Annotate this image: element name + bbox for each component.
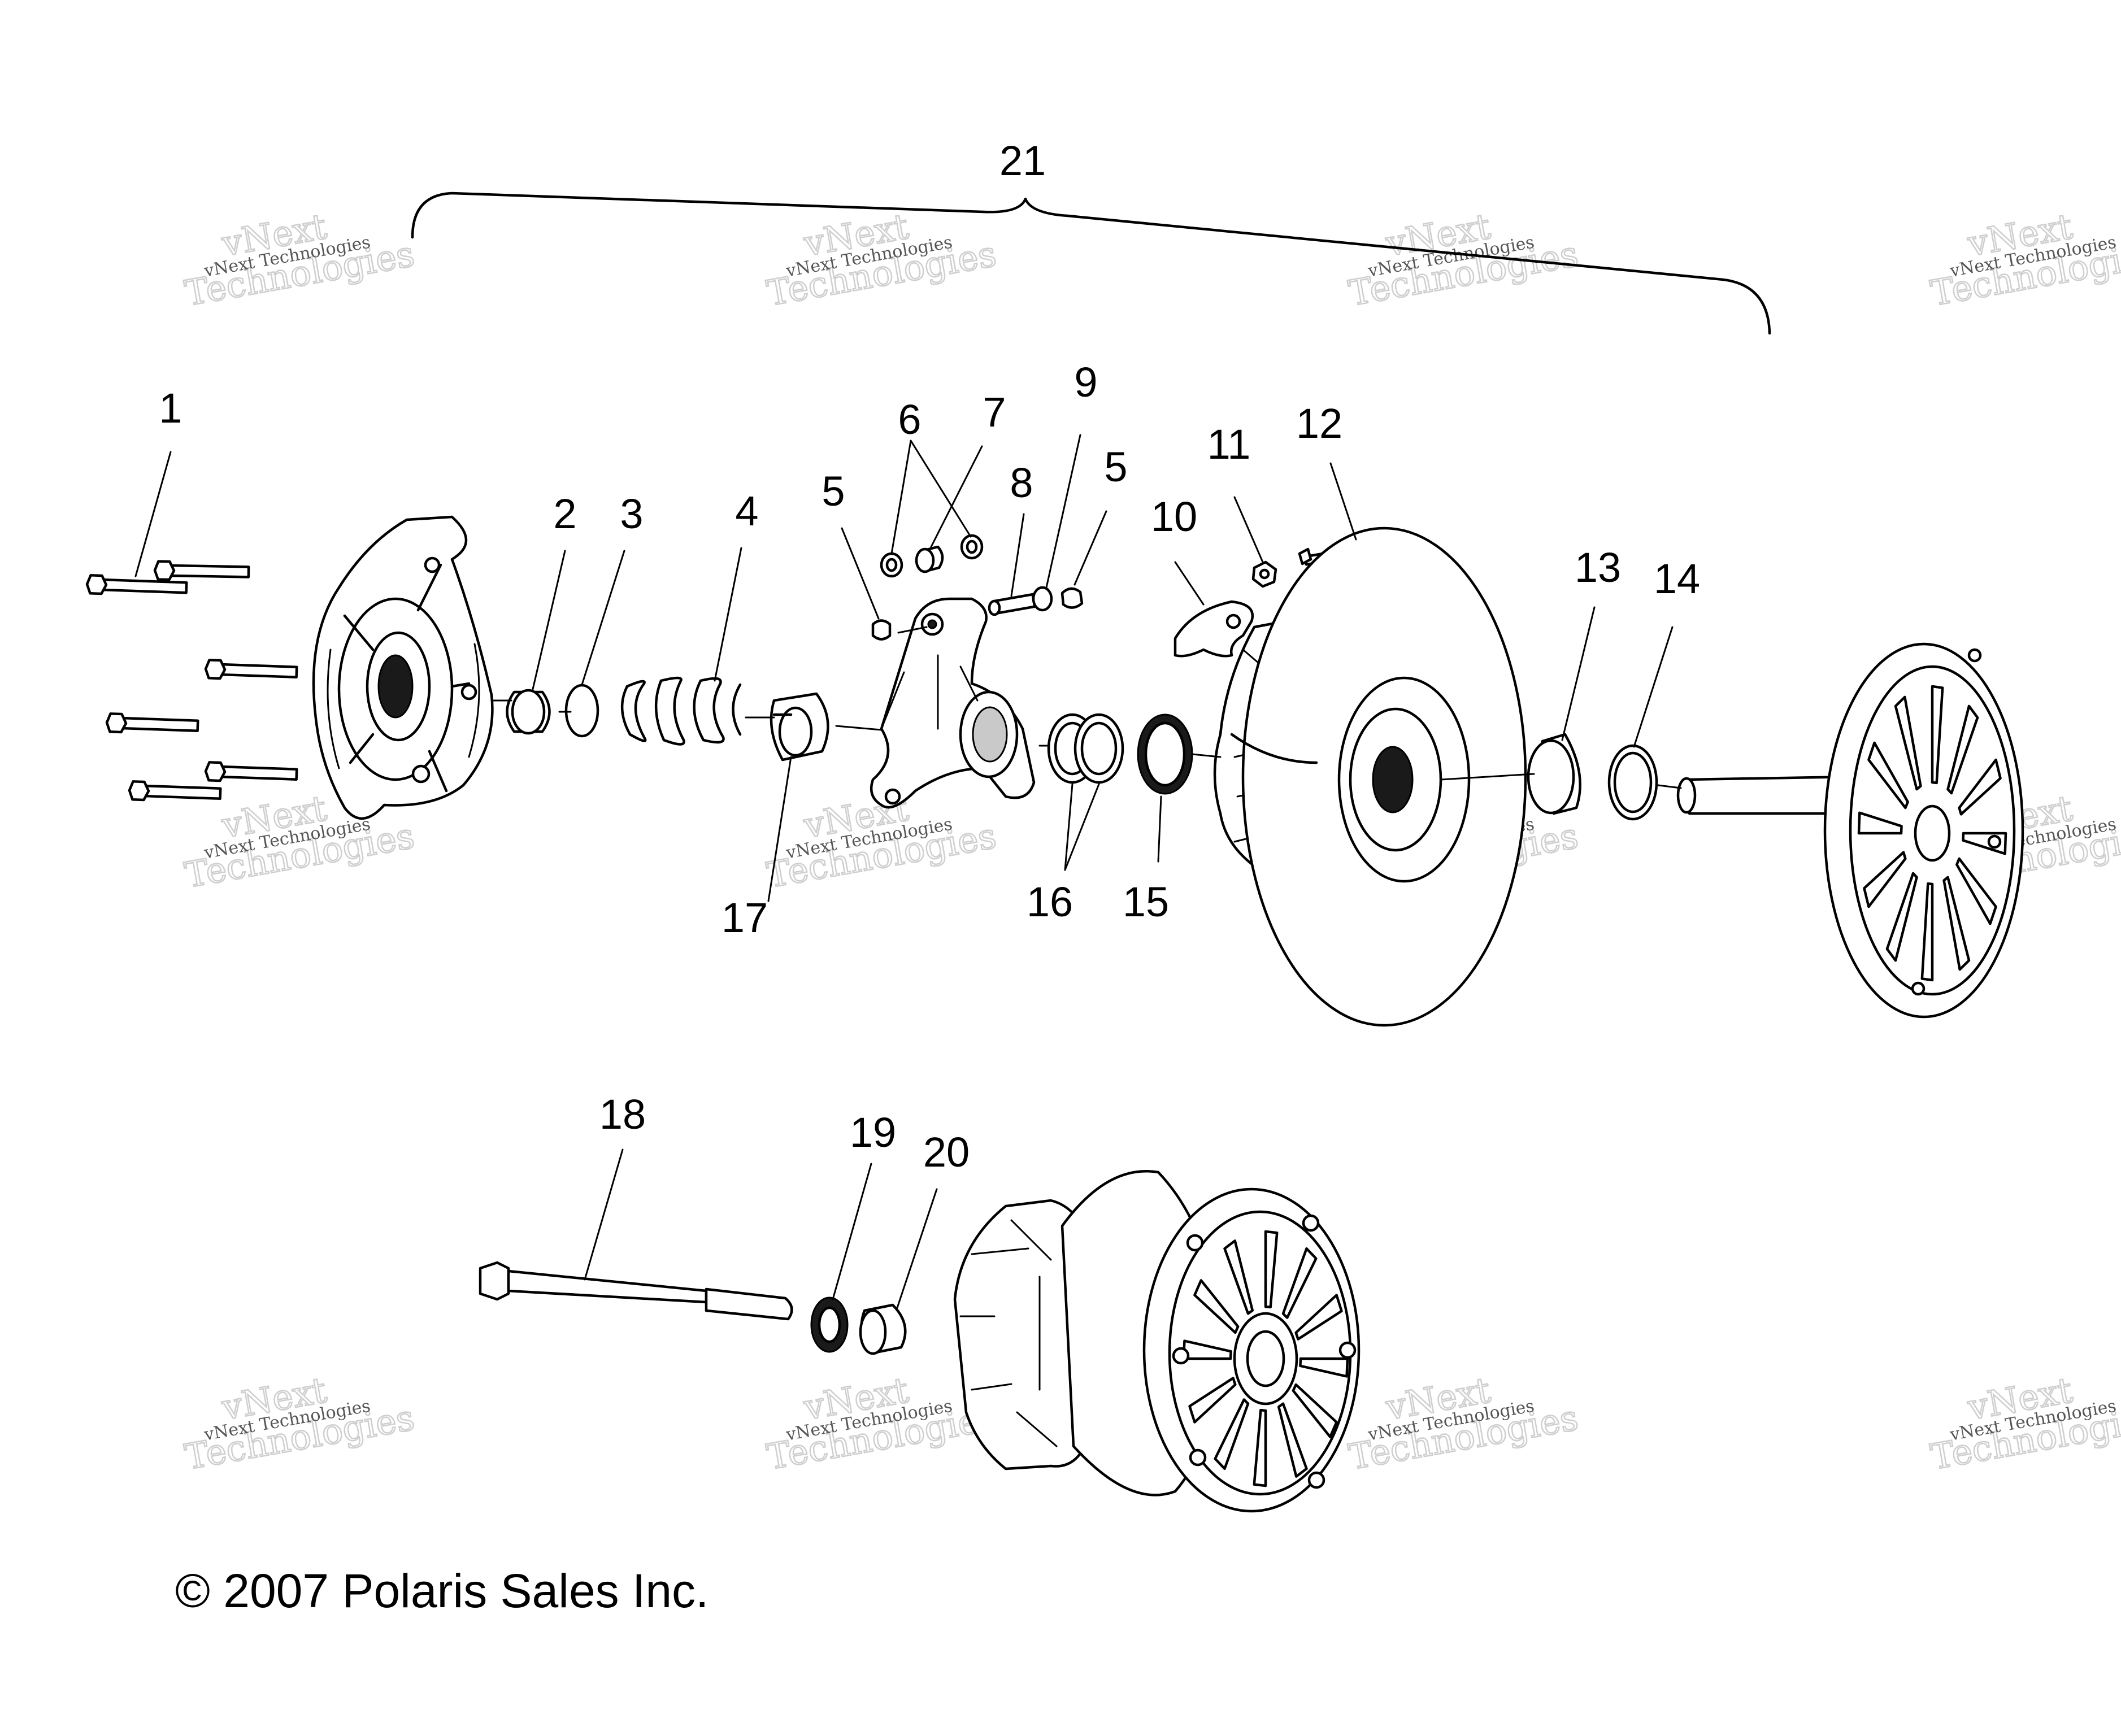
moveable-sheave — [1213, 527, 1527, 1027]
sheave-spoke — [1214, 1398, 1250, 1470]
clutch-cover — [312, 515, 494, 820]
callout-3: 3 — [620, 490, 643, 537]
sheave-spoke — [1292, 1383, 1338, 1438]
assembly-brace — [411, 192, 1771, 335]
part-10-weight — [1173, 600, 1254, 658]
callout-21: 21 — [999, 137, 1046, 184]
sheave-spoke — [1223, 1239, 1254, 1315]
callout-1: 1 — [159, 385, 182, 432]
copyright-notice: © 2007 Polaris Sales Inc. — [175, 1564, 709, 1617]
sheave-spoke — [1182, 1339, 1232, 1360]
callout-19: 19 — [850, 1109, 896, 1156]
part-16-washers — [1047, 713, 1124, 784]
sheave-spoke — [1281, 1247, 1318, 1319]
callout-13: 13 — [1575, 544, 1621, 591]
fixed-sheave — [1676, 642, 2024, 1019]
part-19-washer — [810, 1296, 849, 1353]
part-6-washers — [880, 534, 984, 578]
sheave-spoke — [1955, 857, 1997, 925]
sheave-spoke — [1931, 685, 1944, 785]
sheave-spoke — [1885, 872, 1918, 962]
part-13-bearing — [1527, 733, 1581, 815]
part-5-roller-b — [1060, 587, 1084, 609]
callout-14: 14 — [1654, 555, 1700, 602]
callout-16: 16 — [1027, 878, 1073, 925]
sheave-spoke — [1294, 1294, 1343, 1341]
sheave-spoke — [1277, 1402, 1308, 1478]
sheave-spoke — [1299, 1357, 1349, 1378]
callout-11: 11 — [1207, 421, 1251, 468]
callout-6: 6 — [898, 396, 921, 443]
sheave-spoke — [1193, 1279, 1240, 1334]
sheave-spoke — [1253, 1408, 1267, 1487]
callout-4: 4 — [735, 488, 758, 534]
sheave-spoke — [1894, 695, 1922, 791]
callout-2: 2 — [553, 490, 576, 537]
part-11-nut — [1251, 560, 1277, 588]
sheave-spoke — [1188, 1377, 1237, 1424]
sheave-spoke — [1264, 1230, 1279, 1309]
axis-lines — [490, 626, 1682, 789]
assembled-clutch — [953, 1169, 1361, 1513]
callout-5a: 5 — [822, 468, 845, 515]
callout-12: 12 — [1296, 400, 1342, 447]
callout-18: 18 — [599, 1091, 646, 1138]
part-7-bushing — [915, 545, 944, 573]
part-5-roller-a — [871, 619, 892, 641]
spider — [870, 597, 1036, 809]
callout-9: 9 — [1074, 359, 1097, 406]
sheave-spoke — [1920, 882, 1934, 982]
part-1-bolts — [85, 560, 298, 802]
leader-lines — [134, 434, 1674, 1309]
sheave-spoke — [1946, 704, 1979, 795]
callout-17: 17 — [722, 894, 768, 941]
part-17-cam-button — [770, 692, 829, 762]
sheave-spoke — [1863, 851, 1907, 908]
sheave-spoke — [1958, 758, 2002, 816]
part-20-spacer — [859, 1303, 907, 1355]
part-4-spring — [620, 676, 742, 746]
callout-20: 20 — [923, 1129, 970, 1176]
callout-10: 10 — [1151, 493, 1197, 540]
callout-7: 7 — [983, 389, 1006, 436]
sheave-spoke — [1942, 876, 1971, 971]
callout-5b: 5 — [1104, 443, 1127, 490]
part-18-long-bolt — [479, 1261, 793, 1321]
callout-8: 8 — [1010, 459, 1033, 506]
part-15-seal — [1137, 713, 1193, 795]
part-14-ring — [1607, 744, 1658, 821]
sheave-spoke — [1857, 811, 1903, 835]
callout-15: 15 — [1123, 878, 1169, 925]
part-8-pin — [988, 593, 1036, 616]
sheave-spoke — [1867, 741, 1909, 810]
part-3-o-ring — [564, 684, 599, 738]
part-9-washer — [1032, 586, 1053, 612]
part-2-bushing — [506, 689, 551, 735]
